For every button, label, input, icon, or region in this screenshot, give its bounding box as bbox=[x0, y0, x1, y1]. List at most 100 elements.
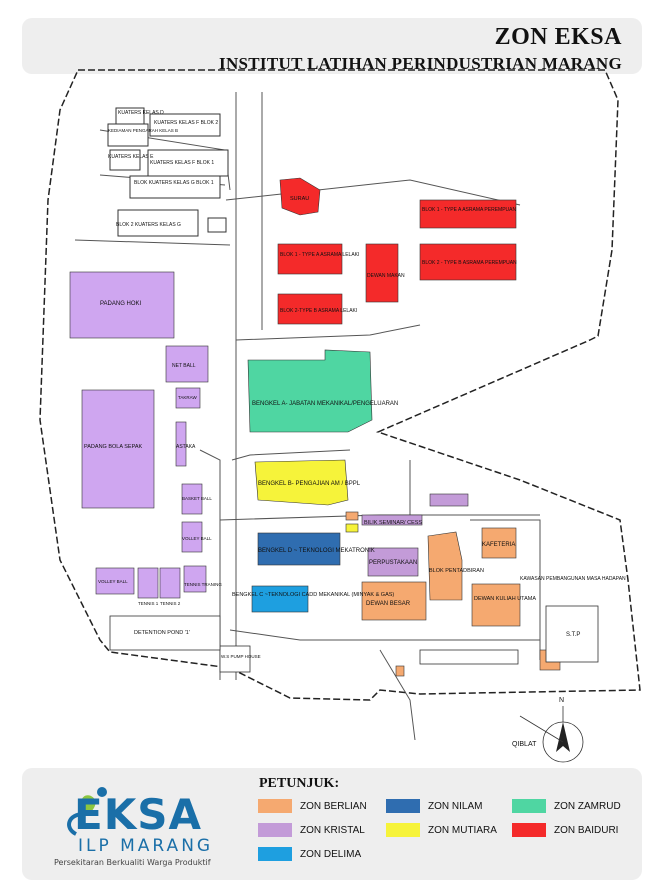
legend-label: ZON DELIMA bbox=[300, 848, 362, 860]
label-kuaters-g2: BLOK 2 KUATERS KELAS G bbox=[116, 222, 181, 228]
map-title: ZON EKSA bbox=[494, 24, 622, 50]
zone-baiduri bbox=[277, 177, 517, 325]
label-dewan-makan: DEWAN MAKAN bbox=[367, 273, 405, 279]
takraw-court bbox=[175, 387, 201, 409]
label-volleyball-2: VOLLEY BALL bbox=[98, 579, 128, 584]
legend-label: ZON KRISTAL bbox=[300, 824, 365, 836]
zone-mutiara bbox=[254, 459, 359, 533]
tennis-court-1 bbox=[137, 567, 159, 599]
map-subtitle: INSTITUT LATIHAN PERINDUSTRIAN MARANG bbox=[219, 54, 622, 73]
logo-sub-text: ILP MARANG bbox=[78, 836, 214, 856]
zone-kristal bbox=[361, 493, 469, 577]
label-tennis1: TENNIS 1 bbox=[138, 601, 159, 606]
bilik-seminar-building bbox=[361, 514, 423, 526]
legend-item-mutiara: ZON MUTIARA bbox=[386, 822, 497, 838]
legend-swatch bbox=[512, 799, 546, 813]
legend-item-kristal: ZON KRISTAL bbox=[258, 822, 365, 838]
eksa-logo: EKSA ILP MARANG Persekitaran Berkualiti … bbox=[34, 768, 244, 880]
logo-main-text: EKSA bbox=[74, 790, 202, 839]
bengkel-d-building bbox=[257, 532, 341, 566]
map-labels: KUATERS KELAS D KUATERS KELAS F BLOK 2 K… bbox=[84, 110, 626, 659]
label-tennis2: TENNIS 2 bbox=[160, 601, 181, 606]
legend-label: ZON MUTIARA bbox=[428, 824, 497, 836]
label-asrama-p1: BLOK 1 - TYPE A ASRAMA PEREMPUAN bbox=[422, 207, 516, 213]
legend-item-zamrud: ZON ZAMRUD bbox=[512, 798, 621, 814]
berlian-small bbox=[345, 511, 359, 521]
compass: N QIBLAT bbox=[512, 697, 584, 763]
legend-swatch bbox=[386, 823, 420, 837]
label-surau: SURAU bbox=[290, 196, 309, 202]
logo-tagline: Persekitaran Berkualiti Warga Produktif bbox=[54, 858, 211, 867]
dewan-kuliah-building bbox=[471, 583, 521, 627]
campus-boundary bbox=[39, 69, 641, 701]
asrama-lelaki-blok1 bbox=[277, 243, 343, 275]
label-north: N bbox=[559, 697, 564, 704]
legend-panel: EKSA ILP MARANG Persekitaran Berkualiti … bbox=[22, 768, 642, 880]
pump-house bbox=[219, 645, 251, 673]
legend-swatch bbox=[258, 799, 292, 813]
legend-label: ZON NILAM bbox=[428, 800, 483, 812]
misc-structures bbox=[109, 605, 599, 673]
label-kuaters-f1: KUATERS KELAS F BLOK 1 bbox=[150, 160, 214, 166]
stp-building bbox=[545, 605, 599, 663]
volleyball-court-2 bbox=[95, 567, 135, 595]
tennis-training-court bbox=[183, 565, 207, 593]
label-padang-bola: PADANG BOLA SEPAK bbox=[84, 444, 143, 450]
kristal-strip bbox=[429, 493, 469, 507]
legend-item-nilam: ZON NILAM bbox=[386, 798, 482, 814]
label-bengkel-c: BENGKEL C ~TEKNOLOGI CADD MEKANIKAL (MIN… bbox=[232, 592, 394, 598]
bengkel-c-building bbox=[251, 585, 309, 613]
blok-pentadbiran-building bbox=[427, 531, 463, 601]
legend-swatch bbox=[512, 823, 546, 837]
label-volleyball: VOLLEY BALL bbox=[182, 536, 212, 541]
detention-pond-area bbox=[109, 615, 221, 651]
quarters-buildings bbox=[107, 107, 229, 237]
legend-label: ZON ZAMRUD bbox=[554, 800, 621, 812]
asrama-perempuan-blok1 bbox=[419, 199, 517, 229]
label-kuaters-e: KUATERS KELAS E bbox=[108, 154, 154, 160]
legend-heading: PETUNJUK: bbox=[259, 776, 340, 791]
legend-label: ZON BERLIAN bbox=[300, 800, 367, 812]
label-asrama-p2: BLOK 2 - TYPE B ASRAMA PEREMPUAN bbox=[422, 260, 517, 266]
legend-label: ZON BAIDURI bbox=[554, 824, 619, 836]
label-kediaman: KEDIAMAN PENGARAH KELAS B bbox=[108, 128, 178, 133]
label-detention-pond: DETENTION POND '1' bbox=[134, 630, 190, 636]
legend-item-berlian: ZON BERLIAN bbox=[258, 798, 367, 814]
quarters-block bbox=[147, 149, 229, 177]
label-perpustakaan: PERPUSTAKAAN bbox=[369, 560, 417, 566]
bengkel-a-building bbox=[247, 349, 373, 433]
sports-fields bbox=[69, 271, 209, 599]
label-bengkel-d: BENGKEL D ~ TEKNOLOGI MEKATRONIK bbox=[258, 548, 375, 554]
parking-strip bbox=[419, 649, 519, 665]
dewan-makan-building bbox=[365, 243, 399, 303]
kafeteria-building bbox=[481, 527, 517, 559]
legend-swatch bbox=[258, 847, 292, 861]
label-kawasan: KAWASAN PEMBANGUNAN MASA HADAPAN bbox=[520, 576, 626, 582]
quarters-block bbox=[107, 123, 149, 147]
label-kuaters-f2: KUATERS KELAS F BLOK 2 bbox=[154, 120, 218, 126]
quarters-block bbox=[207, 217, 227, 233]
label-qiblat: QIBLAT bbox=[512, 741, 537, 748]
label-ws-pump: W.S PUMP HOUSE bbox=[221, 654, 261, 659]
perpustakaan-building bbox=[367, 547, 419, 577]
label-tennis-training: TENNIS TRANING bbox=[184, 582, 222, 587]
label-asrama-l1: BLOK 1 - TYPE A ASRAMA LELAKI bbox=[280, 252, 359, 258]
zone-zamrud bbox=[247, 349, 373, 433]
quarters-block bbox=[109, 149, 141, 171]
legend-swatch bbox=[258, 823, 292, 837]
padang-bola-field bbox=[81, 389, 155, 509]
label-dewan-kuliah: DEWAN KULIAH UTAMA bbox=[474, 596, 536, 602]
label-dewan-besar: DEWAN BESAR bbox=[366, 601, 411, 607]
label-bengkel-a: BENGKEL A- JABATAN MEKANIKAL/PENGELUARAN bbox=[252, 401, 398, 407]
legend-swatch bbox=[386, 799, 420, 813]
netball-court bbox=[165, 345, 209, 383]
map-header: ZON EKSA INSTITUT LATIHAN PERINDUSTRIAN … bbox=[22, 18, 642, 74]
tennis-court-2 bbox=[159, 567, 181, 599]
zone-delima bbox=[251, 585, 309, 613]
astaka-building bbox=[175, 421, 187, 467]
bengkel-b-building bbox=[254, 459, 349, 506]
label-stp: S.T.P bbox=[566, 632, 580, 638]
quarters-block bbox=[149, 113, 221, 137]
legend-item-delima: ZON DELIMA bbox=[258, 846, 361, 862]
